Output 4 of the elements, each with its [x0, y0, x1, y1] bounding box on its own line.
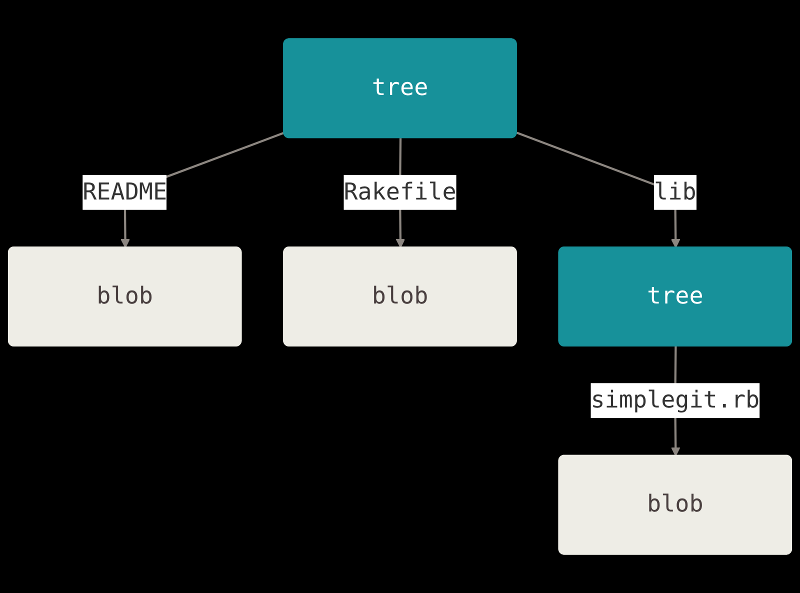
edge-label: lib [654, 179, 696, 206]
edge-label: Rakefile [344, 179, 456, 206]
edge-label: README [82, 179, 168, 206]
edge-label: simplegit.rb [590, 387, 760, 414]
